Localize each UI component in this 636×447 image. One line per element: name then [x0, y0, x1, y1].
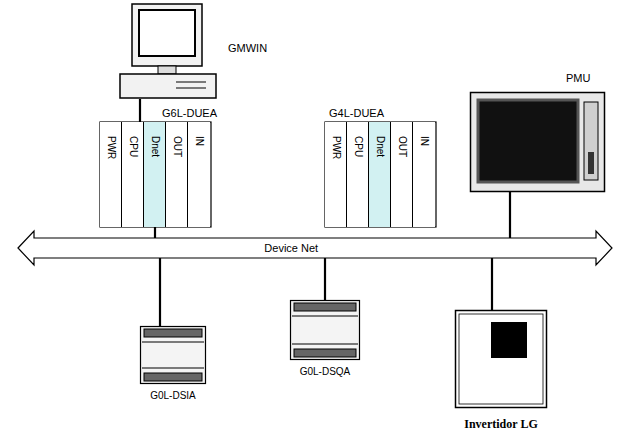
device-label: PMU: [566, 72, 590, 84]
network-cable: [491, 258, 493, 310]
inverter-drive: Invertidor LG: [455, 310, 547, 408]
devicenet-bus: Device Net: [18, 231, 612, 265]
slot-label: PWR: [330, 136, 342, 159]
inverter-drive-outline: [455, 310, 547, 408]
io-module: G0L-DSQA: [290, 300, 360, 360]
device-label: G6L-DUEA: [162, 107, 217, 119]
slot-label: CPU: [352, 136, 364, 157]
network-cable: [324, 258, 326, 300]
pc-workstation-outline: [118, 4, 218, 99]
pmu-panel: PMU: [470, 92, 605, 192]
module-slot: Dnet: [369, 122, 391, 227]
slot-label: OUT: [396, 136, 408, 157]
device-label: G0L-DSIA: [150, 390, 196, 402]
device-label: Invertidor LG: [464, 418, 537, 430]
module-slot: PWR: [325, 122, 347, 227]
slot-label: IN: [418, 136, 430, 146]
bus-label: Device Net: [262, 242, 320, 254]
network-cable: [154, 227, 156, 238]
device-label: G4L-DUEA: [329, 107, 384, 119]
device-label: GMWIN: [228, 42, 267, 54]
plc-rack: G6L-DUEAPWRCPUDnetOUTIN: [100, 122, 211, 227]
slot-label: CPU: [127, 136, 139, 157]
slot-label: PWR: [105, 136, 117, 159]
plc-rack: G4L-DUEAPWRCPUDnetOUTIN: [325, 122, 436, 227]
pc-workstation: GMWIN: [118, 4, 218, 99]
io-module: G0L-DSIA: [140, 326, 206, 384]
module-slot: PWR: [100, 122, 122, 227]
module-slot: Dnet: [144, 122, 166, 227]
network-cable: [509, 192, 511, 238]
module-slot: IN: [188, 122, 210, 227]
network-cable: [159, 258, 161, 326]
module-slot: CPU: [122, 122, 144, 227]
device-label: G0L-DSQA: [300, 366, 351, 378]
module-slot: OUT: [166, 122, 188, 227]
module-slot: CPU: [347, 122, 369, 227]
module-slot: OUT: [391, 122, 413, 227]
slot-label: IN: [193, 136, 205, 146]
io-module-outline: [290, 300, 360, 360]
network-cable: [139, 99, 141, 122]
io-module-outline: [140, 326, 206, 384]
slot-label: Dnet: [149, 136, 161, 157]
slot-label: Dnet: [374, 136, 386, 157]
pmu-panel-outline: [470, 92, 605, 192]
module-slot: IN: [413, 122, 435, 227]
slot-label: OUT: [171, 136, 183, 157]
